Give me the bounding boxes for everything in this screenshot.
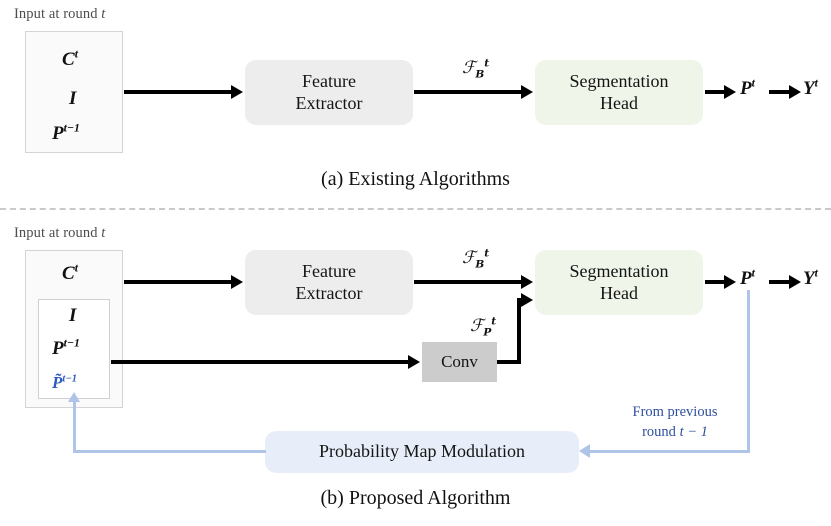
block-probability-map-modulation[interactable]: Probability Map Modulation — [265, 431, 579, 473]
arrowhead-p-to-y-b — [789, 275, 801, 289]
edge-label-backbone-feature-b: ℱBt — [462, 247, 490, 271]
feedback-line-horizontal-left — [73, 450, 266, 453]
output-y-a: Yt — [803, 76, 818, 99]
block-feature-extractor-a[interactable]: Feature Extractor — [245, 60, 413, 125]
output-p-a: Pt — [740, 76, 755, 99]
input-item-b-ct: Ct — [62, 261, 78, 284]
edge-extractor-to-head-a — [414, 90, 522, 94]
arrowhead-elbow-to-head — [521, 293, 533, 307]
input-item-b-pt1: Pt−1 — [52, 336, 80, 359]
block-segmentation-head-b[interactable]: Segmentation Head — [535, 250, 703, 315]
edge-head-to-p-a — [705, 90, 725, 94]
feedback-line-vertical-left — [73, 401, 76, 452]
block-segmentation-head-b-line2: Head — [600, 282, 638, 303]
input-item-a-pt1: Pt−1 — [52, 121, 80, 144]
feedback-line-vertical-right — [747, 290, 750, 452]
edge-label-probability-feature: ℱPt — [470, 315, 497, 339]
block-segmentation-head-a-line2: Head — [600, 92, 638, 113]
block-feature-extractor-a-line1: Feature — [302, 70, 356, 91]
edge-input-to-extractor-a — [124, 90, 232, 94]
output-p-b: Pt — [740, 266, 755, 289]
input-caption-a-var: t — [101, 6, 106, 22]
input-caption-b-var: t — [101, 225, 106, 241]
edge-prev-p-to-conv — [111, 360, 409, 364]
arrowhead-head-to-p-a — [724, 85, 736, 99]
feedback-note: From previous round t − 1 — [600, 403, 750, 442]
feedback-note-line1: From previous — [632, 404, 718, 420]
arrowhead-p-to-y-a — [789, 85, 801, 99]
input-inner-box-b — [38, 299, 110, 399]
block-probability-map-modulation-label: Probability Map Modulation — [319, 441, 525, 462]
edge-head-to-p-b — [705, 280, 725, 284]
edge-p-to-y-a — [769, 90, 791, 94]
edge-p-to-y-b — [769, 280, 791, 284]
input-caption-a-text: Input at round — [14, 6, 102, 22]
input-caption-b: Input at round t — [14, 225, 105, 242]
block-feature-extractor-b-line2: Extractor — [295, 282, 363, 303]
feedback-note-line2: round t − 1 — [600, 423, 750, 443]
input-item-b-ptilde: P̃t−1 — [52, 373, 77, 392]
block-conv[interactable]: Conv — [422, 342, 497, 382]
edge-label-backbone-feature-a: ℱBt — [462, 57, 490, 81]
feedback-arrowhead-to-modulation — [579, 444, 590, 458]
input-caption-a: Input at round t — [14, 6, 105, 23]
block-feature-extractor-b-line1: Feature — [302, 260, 356, 281]
edge-conv-to-elbow — [497, 360, 521, 364]
block-conv-label: Conv — [441, 351, 478, 371]
input-box-a — [25, 31, 123, 153]
block-feature-extractor-b[interactable]: Feature Extractor — [245, 250, 413, 315]
block-feature-extractor-a-line2: Extractor — [295, 92, 363, 113]
edge-elbow-vertical — [517, 300, 521, 362]
feedback-note-line2-var: t − 1 — [679, 423, 708, 440]
input-item-a-i: I — [69, 88, 77, 109]
edge-input-to-extractor-b — [124, 280, 232, 284]
block-segmentation-head-b-line1: Segmentation — [569, 260, 669, 281]
arrowhead-input-to-extractor-b — [231, 275, 243, 289]
arrowhead-prev-p-to-conv — [408, 355, 420, 369]
block-segmentation-head-a[interactable]: Segmentation Head — [535, 60, 703, 125]
arrowhead-extractor-to-head-b — [521, 275, 533, 289]
input-item-a-ct: Ct — [62, 47, 78, 70]
caption-panel-b: (b) Proposed Algorithm — [320, 487, 511, 509]
feedback-arrowhead-to-input — [68, 392, 80, 402]
arrowhead-input-to-extractor-a — [231, 85, 243, 99]
feedback-line-horizontal-right — [590, 450, 750, 453]
caption-panel-a: (a) Existing Algorithms — [321, 168, 510, 190]
output-y-b: Yt — [803, 266, 818, 289]
block-segmentation-head-a-line1: Segmentation — [569, 70, 669, 91]
input-caption-b-text: Input at round — [14, 225, 102, 241]
edge-extractor-to-head-b — [414, 280, 522, 284]
panel-divider — [0, 208, 831, 210]
feedback-note-line2-pre: round — [642, 423, 680, 440]
arrowhead-head-to-p-b — [724, 275, 736, 289]
arrowhead-extractor-to-head-a — [521, 85, 533, 99]
input-item-b-i: I — [69, 305, 77, 326]
